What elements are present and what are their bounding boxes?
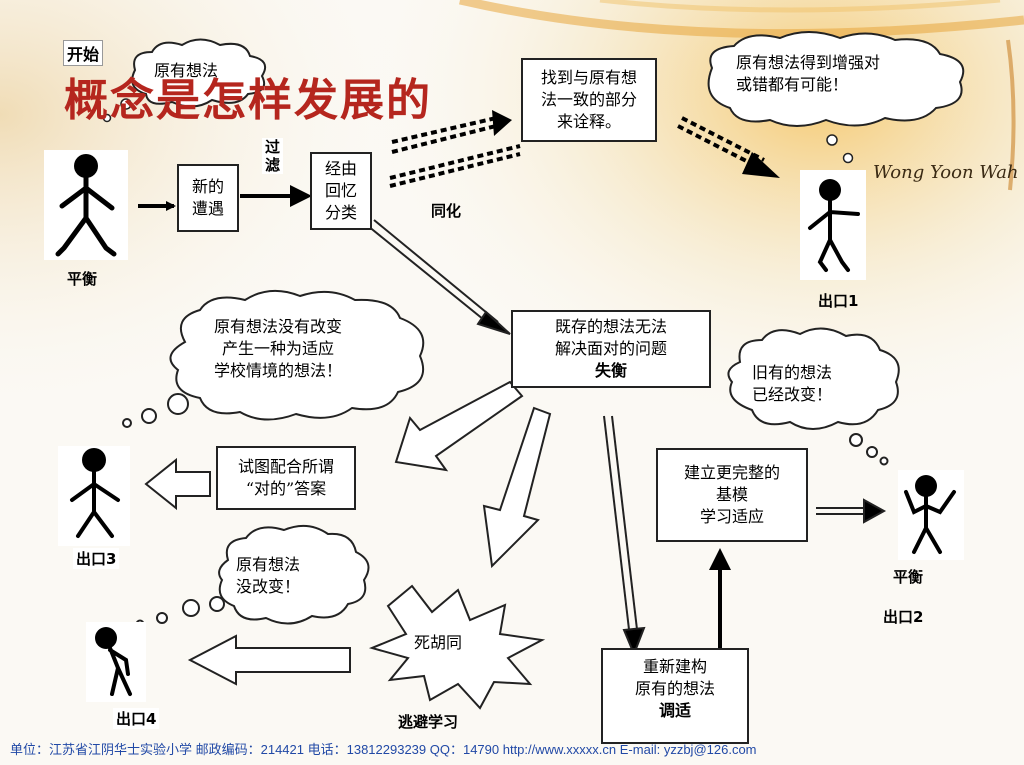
dashed-arrow-filter — [391, 110, 512, 154]
stick-figure-exit1 — [800, 170, 866, 280]
dashed-arrow-recall — [389, 144, 521, 188]
block-arrow-to-try-match — [394, 380, 524, 472]
cloud-no-change-new — [122, 289, 425, 428]
cloud-original-idea-text: 原有想法 — [154, 61, 219, 80]
assimilation-label: 同化 — [431, 202, 462, 220]
signature-text: Wong Yoon Wah — [873, 162, 1019, 183]
stick-figure-equilibrium — [44, 150, 128, 260]
block-arrow-to-dead-end — [482, 406, 552, 569]
avoid-learning-label: 逃避学习 — [398, 713, 459, 731]
box-recall-classify: 经由 回忆 分类 — [310, 152, 372, 230]
exit2-label: 出口2 — [883, 608, 924, 626]
arrow-build-to-exit2 — [816, 498, 887, 524]
disequilibrium-label: 失衡 — [594, 361, 627, 380]
box-try-match: 试图配合所谓 “对的”答案 — [216, 446, 356, 510]
dead-end-text: 死胡同 — [414, 633, 463, 652]
cloud-not-changed — [135, 524, 370, 629]
adaptation-label: 调适 — [658, 701, 691, 720]
equilibrium-start-label: 平衡 — [67, 270, 98, 288]
exit3-label: 出口3 — [73, 548, 120, 569]
start-label: 开始 — [63, 40, 104, 66]
exit1-label: 出口1 — [818, 292, 859, 310]
exit4-label: 出口4 — [113, 708, 160, 729]
arrow-to-reconstruct — [603, 415, 646, 657]
dead-end-starburst — [368, 584, 546, 710]
cloud-strengthen-text: 原有想法得到增强对 或错都有可能！ — [736, 53, 881, 94]
cloud-not-changed-text: 原有想法 没改变！ — [236, 555, 301, 596]
block-arrow-to-exit4 — [187, 634, 351, 686]
filter-label: 过 滤 — [262, 138, 284, 174]
cloud-original-idea — [102, 38, 266, 123]
cloud-old-changed — [727, 327, 900, 466]
box-build-complete: 建立更完整的 基模 学习适应 — [656, 448, 808, 542]
arrow-assimilation — [367, 219, 511, 335]
dashed-arrow-exit1 — [677, 116, 780, 178]
box-new-encounter: 新的 遭遇 — [177, 164, 239, 232]
box-reconstruct: 重新建构 原有的想法 调适 — [601, 648, 749, 744]
cloud-no-change-text: 原有想法没有改变 产生一种为适应 学校情境的想法！ — [214, 317, 343, 380]
box-find-consistent: 找到与原有想 法一致的部分 来诠释。 — [521, 58, 657, 142]
page-title: 概念是怎样发展的 — [64, 75, 432, 126]
cloud-strengthen — [707, 31, 965, 180]
cloud-old-changed-text: 旧有的想法 已经改变！ — [752, 363, 833, 404]
block-arrow-to-exit3 — [144, 457, 211, 511]
box-cannot-solve: 既存的想法无法 解决面对的问题 失衡 — [511, 310, 711, 388]
footer-contact: 单位：江苏省江阴华士实验小学 邮政编码：214421 电话：1381229323… — [10, 742, 757, 757]
stick-figure-exit3 — [58, 446, 130, 546]
stick-figure-exit2 — [898, 470, 964, 560]
equilibrium-exit2-label: 平衡 — [893, 568, 924, 586]
stick-figure-exit4 — [86, 622, 146, 702]
